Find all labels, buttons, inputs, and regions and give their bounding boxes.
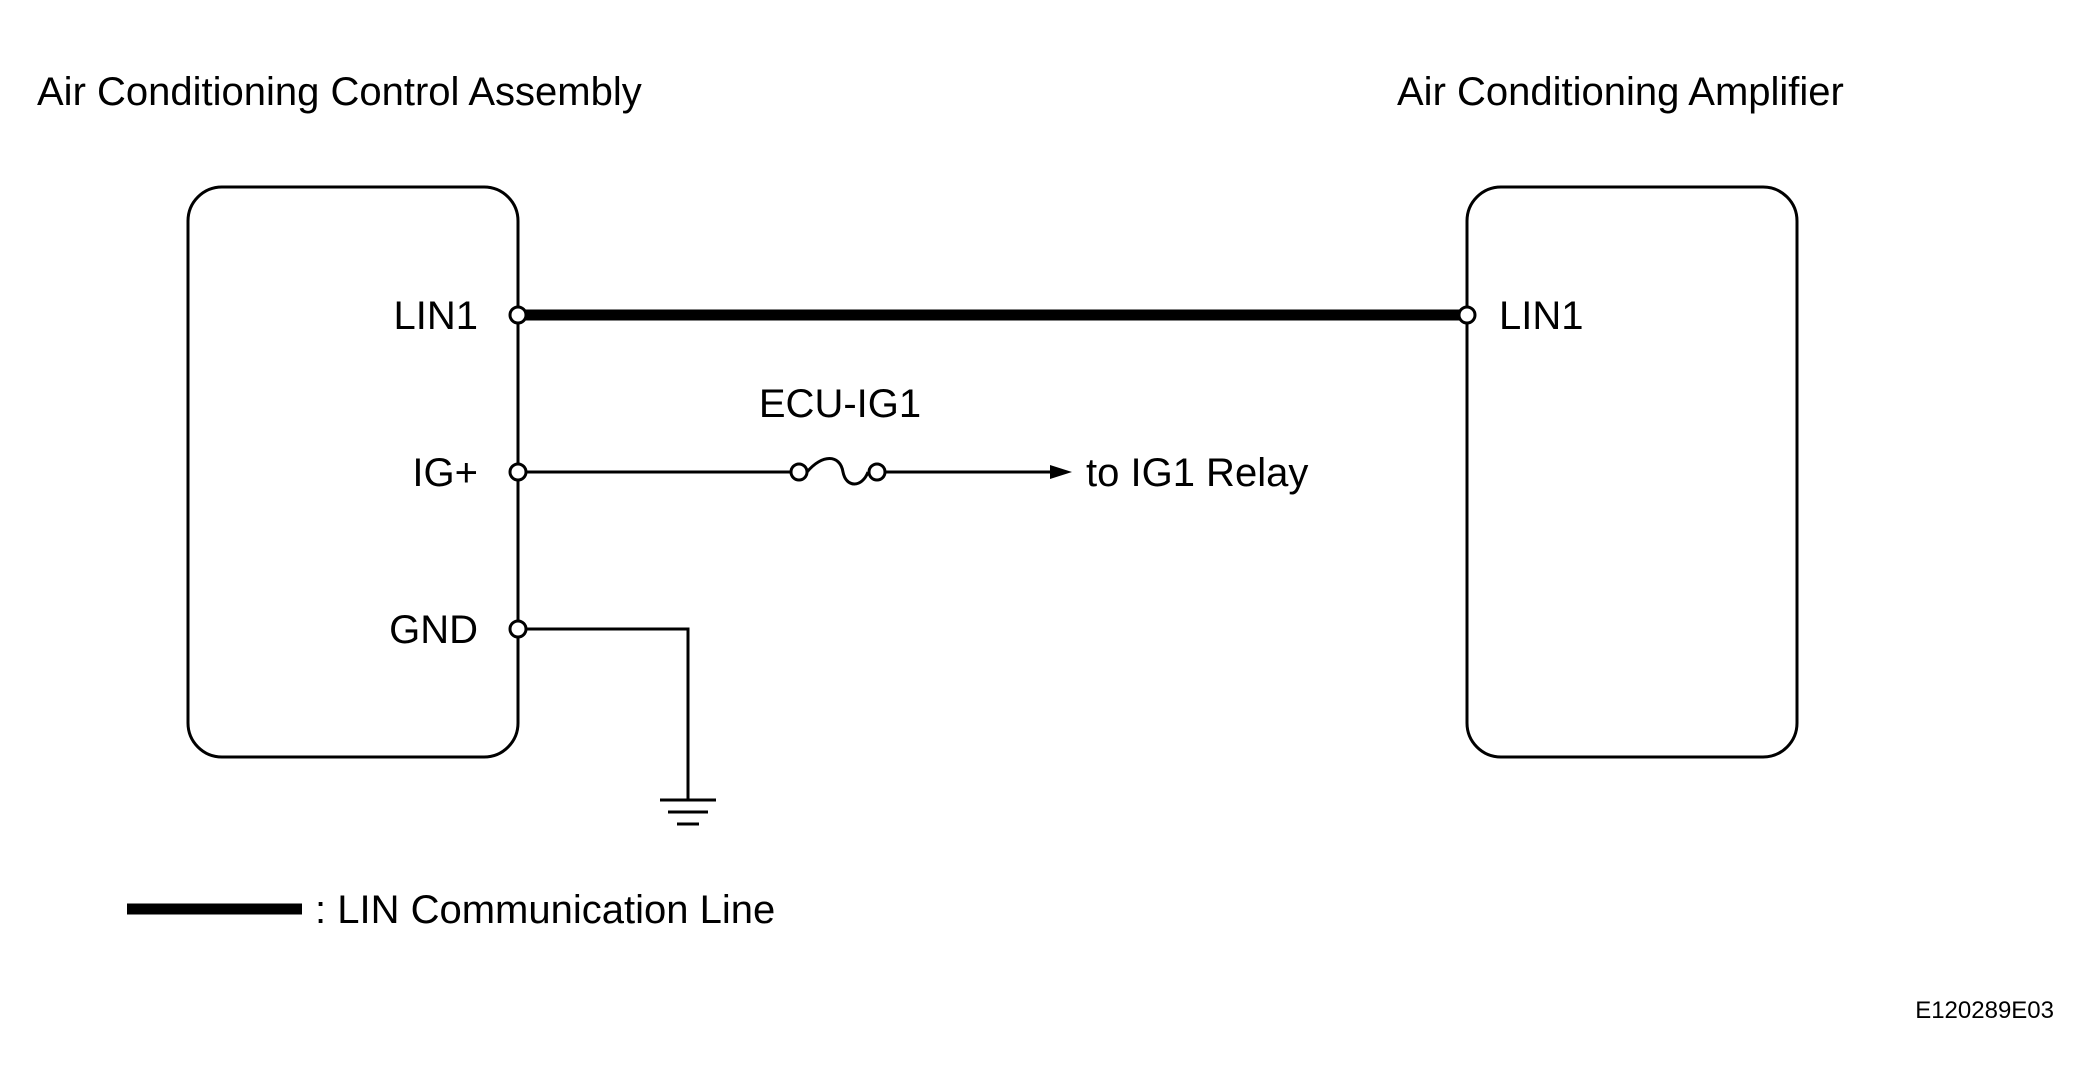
terminal-lin1-left xyxy=(508,305,528,325)
arrow-right-icon xyxy=(1050,465,1072,479)
ground-icon xyxy=(660,798,716,826)
destination-label: to IG1 Relay xyxy=(1086,451,1308,495)
fuse-symbol xyxy=(789,457,887,486)
pin-label-lin1-right: LIN1 xyxy=(1499,294,1584,338)
pin-label-lin1-left: LIN1 xyxy=(394,294,479,338)
amplifier-box xyxy=(1465,185,1799,759)
control-assembly-title: Air Conditioning Control Assembly xyxy=(37,70,642,114)
ground-wire xyxy=(518,627,690,800)
figure-code: E120289E03 xyxy=(1915,997,2054,1024)
fuse-label: ECU-IG1 xyxy=(759,382,921,426)
pin-label-ig-plus: IG+ xyxy=(412,451,478,495)
terminal-gnd xyxy=(508,619,528,639)
amplifier-title: Air Conditioning Amplifier xyxy=(1397,70,1844,114)
terminal-lin1-right xyxy=(1457,305,1477,325)
terminal-ig-plus xyxy=(508,462,528,482)
legend-label: : LIN Communication Line xyxy=(315,888,775,932)
pin-label-gnd: GND xyxy=(389,608,478,652)
